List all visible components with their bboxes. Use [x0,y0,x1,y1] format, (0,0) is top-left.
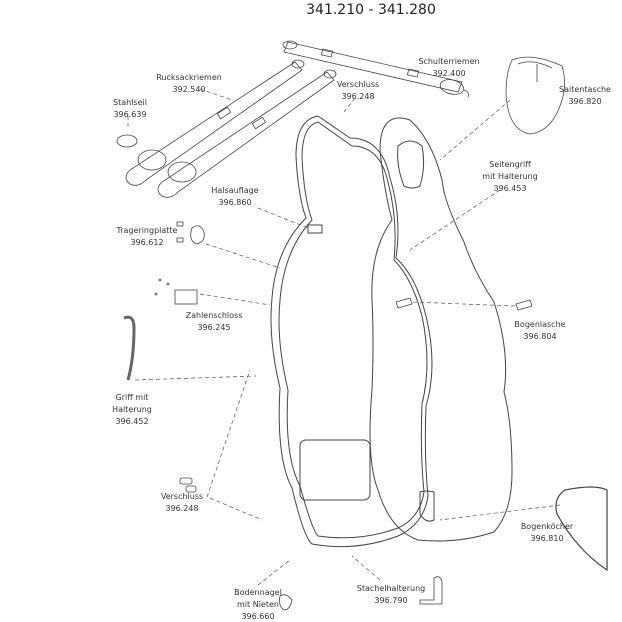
neck-rest-drawing [307,224,323,234]
part-number: 396.660 [241,612,275,621]
part-name: Schulterriemen [418,57,480,66]
part-number: 396.820 [568,97,602,106]
part-number: 396.248 [165,504,199,513]
part-number: 396.639 [113,110,147,119]
part-label-verschluss-top: Verschluss 396.248 [337,79,379,103]
part-number: 396.452 [115,417,149,426]
bow-loop [395,297,533,311]
part-name: Verschluss [336,80,380,89]
part-name: mit Nieten [237,600,279,609]
part-name: Rucksackriemen [156,73,222,82]
part-name: Bogenlasche [514,320,566,329]
part-label-stahlseil: Stahlseil 396.639 [113,97,147,121]
case-back-half-drawing [369,117,513,542]
part-number: 396.810 [530,534,564,543]
backpack-straps-drawing [125,59,337,198]
part-label-halsauflage: Halsauflage 396.860 [211,185,258,209]
part-number: 396.612 [130,238,164,247]
steel-cable-drawing [116,134,138,148]
foot-nail [279,594,293,611]
case-front-half-drawing [270,115,433,548]
combination-lock [174,289,198,305]
part-number: 396.790 [374,596,408,605]
part-label-bogenlasche: Bogenlasche 396.804 [514,319,565,343]
part-name: mit Halterung [482,172,538,181]
part-name: Halsauflage [211,186,259,195]
shoulder-strap-drawing [282,40,469,98]
endpin-holder [419,576,443,605]
string-bag-drawing [505,56,565,135]
part-label-verschluss-bottom: Verschluss 396.248 [161,491,203,515]
part-name: Trageringplatte [116,226,178,235]
part-name: Halterung [112,405,152,414]
part-name: Bogenköcher [520,522,574,531]
part-label-saitentasche: Saitentasche 396.820 [559,84,611,108]
part-number: 396.248 [341,92,375,101]
part-label-bodennagel: Bodennagel mit Nieten 396.660 [234,587,282,622]
part-label-schulterriemen: Schulterriemen 392.400 [418,56,479,80]
part-name: Stahlseil [113,98,147,107]
part-name: Stachelhalterung [356,584,426,593]
part-name: Griff mit [115,393,149,402]
part-name: Zahlenschloss [185,311,243,320]
part-number: 392.400 [432,69,466,78]
small-parts-drawing [123,221,608,611]
part-name: Verschluss [160,492,204,501]
part-label-stachelhalterung: Stachelhalterung 396.790 [357,583,426,607]
part-label-trageringplatte: Trageringplatte 396.612 [117,225,178,249]
part-name: Saitentasche [559,85,611,94]
bow-holder-inner [419,490,435,522]
part-label-rucksackriemen: Rucksackriemen 392.540 [156,72,222,96]
bow-quiver [555,486,608,572]
part-number: 396.804 [523,332,557,341]
part-label-zahlenschloss: Zahlenschloss 396.245 [186,310,243,334]
carrying-ring-plate [190,225,205,245]
part-number: 392.540 [172,85,206,94]
diagram-title: 341.210 - 341.280 [306,2,436,18]
part-name: Seitengriff [489,160,531,169]
part-number: 396.453 [493,184,527,193]
part-name: Bodennagel [234,588,282,597]
part-number: 396.860 [218,198,252,207]
leader-lines [127,88,561,586]
part-number: 396.245 [197,323,231,332]
handle [123,315,136,381]
part-label-seitengriff: Seitengriff mit Halterung 396.453 [482,159,537,195]
part-label-bogenkoecher: Bogenköcher 396.810 [521,521,573,545]
